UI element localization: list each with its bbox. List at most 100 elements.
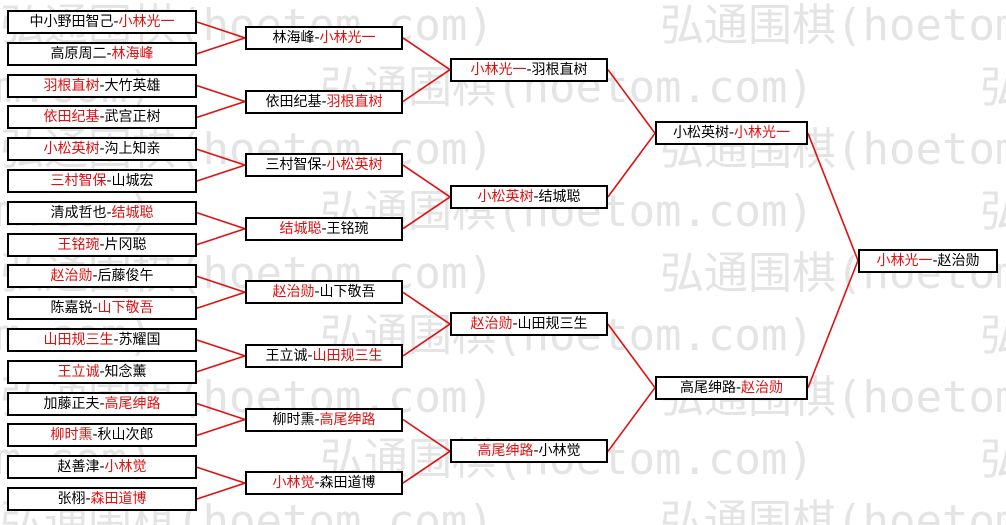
player-a: 柳时熏	[50, 427, 93, 444]
player-a: 王铭琬	[57, 236, 100, 253]
player-a: 小林光一	[470, 61, 527, 78]
bracket-connector	[402, 450, 451, 484]
bracket-connector	[196, 212, 246, 230]
match-r4-2: 高尾绅路-赵治勋	[655, 375, 808, 400]
player-b: 小林觉	[104, 459, 147, 476]
match-r1-4: 依田纪基-武宫正树	[7, 105, 197, 130]
match-r1-16: 张栩-森田道博	[7, 487, 197, 511]
match-r2-3: 三村智保-小松英树	[245, 153, 403, 178]
match-r1-6: 三村智保-山城宏	[7, 169, 197, 193]
match-r1-14: 柳时熏-秋山次郎	[7, 423, 197, 448]
watermark-text: 弘通围棋(hoetom.com)	[980, 434, 1006, 485]
bracket-connector	[402, 37, 451, 71]
player-a: 赵治勋	[272, 284, 315, 301]
match-r2-1: 林海峰-小林光一	[245, 25, 403, 50]
match-r1-3: 羽根直树-大竹英雄	[7, 73, 197, 98]
player-b: 大竹英雄	[104, 77, 161, 94]
player-b: 森田道博	[319, 475, 376, 492]
player-a: 小松英树	[43, 141, 100, 158]
player-a: 柳时熏	[272, 411, 315, 428]
match-r1-15: 赵善津-小林觉	[7, 455, 197, 480]
match-r1-8: 王铭琬-片冈聪	[7, 232, 197, 257]
player-b: 结城聪	[111, 204, 154, 221]
bracket-connector	[402, 418, 451, 452]
player-b: 后藤俊午	[97, 268, 154, 285]
match-r2-8: 小林觉-森田道博	[245, 471, 403, 496]
player-a: 中小野田智己	[29, 14, 114, 30]
player-a: 小松英树	[672, 125, 729, 142]
player-b: 小林光一	[118, 14, 175, 30]
player-a: 小林觉	[272, 475, 315, 492]
player-a: 三村智保	[50, 173, 107, 189]
player-a: 高原周二	[50, 45, 107, 62]
bracket-connector	[196, 466, 246, 484]
bracket-connector	[402, 323, 451, 357]
match-r2-5: 赵治勋-山下敬吾	[245, 280, 403, 305]
player-a: 赵善津	[57, 459, 100, 476]
match-r3-3: 赵治勋-山田规三生	[450, 312, 608, 337]
match-r1-10: 陈嘉锐-山下敬吾	[7, 296, 197, 321]
player-a: 王立诚	[265, 347, 308, 364]
bracket-connector	[196, 37, 246, 55]
bracket-connector	[402, 69, 451, 103]
player-b: 山田规三生	[517, 316, 588, 333]
bracket-connector	[196, 291, 246, 309]
player-a: 依田纪基	[43, 109, 100, 126]
bracket-connector	[196, 275, 246, 294]
bracket-connector	[196, 402, 246, 421]
match-r3-1: 小林光一-羽根直树	[450, 57, 608, 82]
player-b: 小林觉	[538, 443, 581, 460]
match-r1-1: 中小野田智己-小林光一	[7, 10, 197, 34]
match-r2-7: 柳时熏-高尾绅路	[245, 407, 403, 432]
bracket-connector	[196, 84, 246, 103]
player-a: 羽根直树	[43, 77, 100, 94]
player-a: 陈嘉锐	[50, 300, 93, 317]
match-r1-12: 王立诚-知念薰	[7, 359, 197, 384]
watermark-text: 弘通围棋(hoetom.com)	[980, 186, 1006, 237]
player-a: 王立诚	[57, 363, 100, 380]
player-b: 秋山次郎	[97, 427, 154, 444]
bracket-connector	[196, 148, 246, 166]
bracket-connector	[402, 196, 451, 230]
player-b: 小松英树	[326, 157, 383, 174]
bracket-connector	[196, 482, 246, 500]
bracket-connector	[196, 355, 246, 373]
watermark-text: 弘通围棋(hoetom.com)	[660, 496, 1006, 525]
match-r1-11: 山田规三生-苏耀国	[7, 328, 197, 352]
match-r1-13: 加藤正夫-高尾绅路	[7, 391, 197, 416]
player-b: 王铭琬	[326, 220, 369, 237]
player-b: 山下敬吾	[97, 300, 154, 317]
match-r3-4: 高尾绅路-小林觉	[450, 439, 608, 464]
bracket-connector	[196, 339, 246, 357]
player-b: 林海峰	[111, 45, 154, 62]
match-r2-6: 王立诚-山田规三生	[245, 343, 403, 368]
player-b: 小林光一	[319, 29, 376, 46]
player-b: 武宫正树	[104, 109, 161, 126]
bracket-connector	[196, 164, 246, 182]
player-a: 高尾绅路	[477, 443, 534, 460]
bracket-connector	[607, 69, 656, 134]
player-b: 山城宏	[111, 173, 154, 189]
watermark-text: 弘通围棋(hoetom.com)	[980, 62, 1006, 113]
player-b: 森田道博	[90, 491, 147, 507]
match-r2-2: 依田纪基-羽根直树	[245, 89, 403, 114]
bracket-connector	[402, 291, 451, 325]
player-a: 结城聪	[279, 220, 322, 237]
player-b: 结城聪	[538, 188, 581, 205]
player-b: 山田规三生	[312, 347, 383, 364]
player-a: 高尾绅路	[679, 379, 736, 396]
player-b: 苏耀国	[118, 332, 161, 348]
watermark-text: 弘通围棋(hoetom.com)	[660, 0, 1006, 51]
player-b: 羽根直树	[531, 61, 588, 78]
bracket-connector	[196, 418, 246, 437]
bracket-connector	[196, 227, 246, 246]
match-r1-7: 清成哲也-结城聪	[7, 200, 197, 225]
player-a: 三村智保	[265, 157, 322, 174]
player-a: 山田规三生	[43, 332, 114, 348]
player-b: 赵治勋	[937, 252, 980, 269]
player-b: 高尾绅路	[319, 411, 376, 428]
player-b: 高尾绅路	[104, 395, 161, 412]
match-r1-9: 赵治勋-后藤俊午	[7, 264, 197, 289]
player-a: 依田纪基	[265, 93, 322, 110]
